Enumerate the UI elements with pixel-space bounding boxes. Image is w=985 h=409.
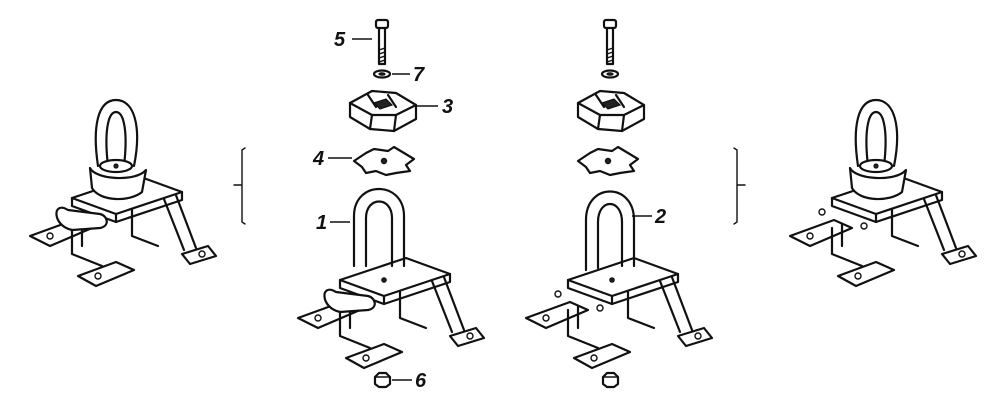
nut-left <box>373 371 392 389</box>
callout-7: 7 <box>413 64 425 86</box>
shim-right <box>576 145 640 177</box>
group-bracket-right <box>733 147 746 225</box>
washer-left <box>372 69 392 79</box>
exploded-bracket-left <box>296 256 486 370</box>
clamp-block-left <box>348 89 418 133</box>
washer-right <box>600 69 620 79</box>
callout-2: 2 <box>654 206 666 228</box>
bolt-left <box>374 18 390 66</box>
nut-right <box>601 371 620 389</box>
u-ring-right <box>584 190 636 272</box>
group-bracket-left <box>233 147 246 225</box>
assembled-unit-left <box>28 98 218 288</box>
callout-1: 1 <box>316 212 327 234</box>
assembled-unit-right <box>788 98 978 288</box>
clamp-block-right <box>576 89 646 133</box>
exploded-bracket-right <box>524 256 714 370</box>
bolt-right <box>602 18 618 66</box>
u-ring-left <box>352 187 406 268</box>
callout-4: 4 <box>312 148 324 170</box>
callout-6: 6 <box>415 370 427 392</box>
callout-3: 3 <box>442 96 453 118</box>
callout-5: 5 <box>334 29 346 51</box>
shim-left <box>352 145 416 177</box>
